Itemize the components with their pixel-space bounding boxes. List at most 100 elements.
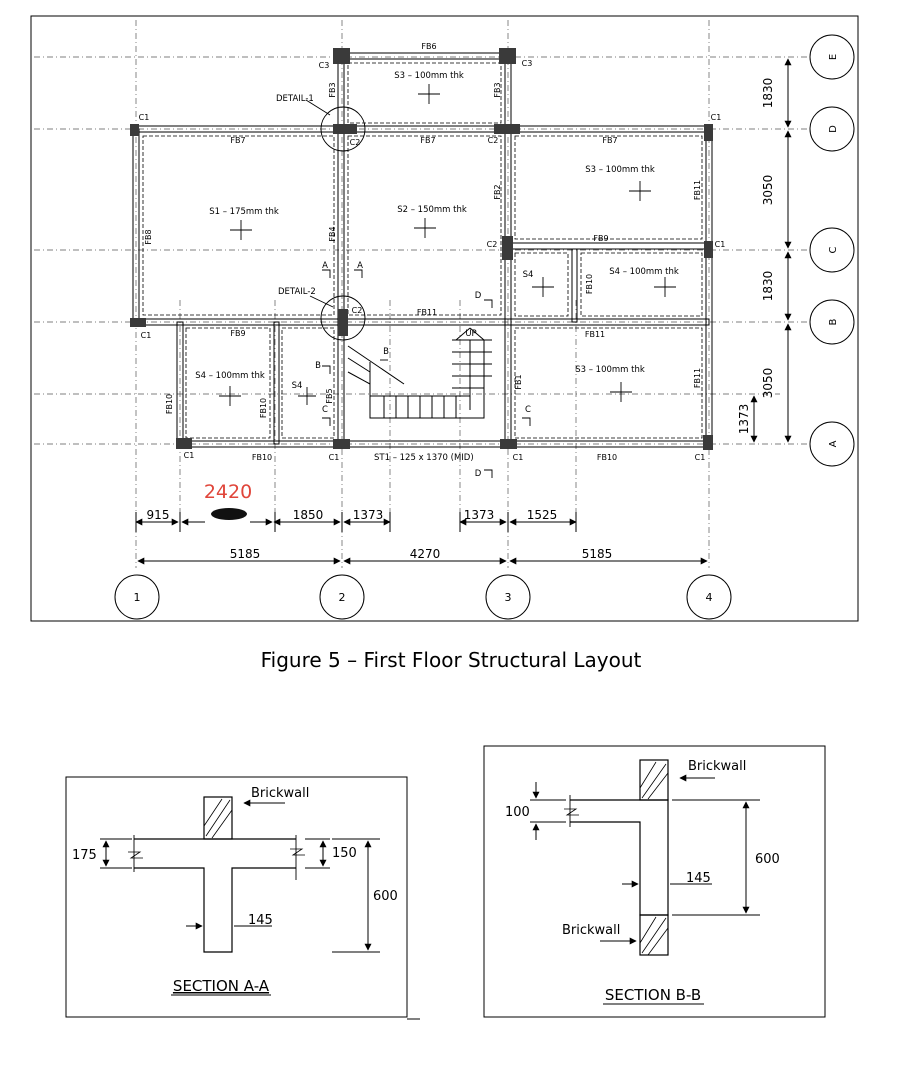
col-label-c3-2: C3 [522,59,533,68]
beam-label-fb6: FB6 [421,42,436,51]
dim-915: 915 [147,508,170,522]
plan-frame [30,15,859,622]
section-aa-dim-145: 145 [248,913,273,928]
detail-1-label: DETAIL-1 [276,94,314,104]
beam-label-fb10-1: FB10 [252,453,272,462]
grid-lines [34,20,820,568]
section-mark-c-right: C [525,405,531,415]
col-label-c2-1: C2 [350,138,361,147]
slab-label-s1: S1 – 175mm thk [209,207,279,217]
beam-label-fb4: FB4 [328,226,337,241]
dim-5185-left: 5185 [230,547,261,561]
floor-plan: 1 2 3 4 E D C B A 915 1850 1373 1373 152… [30,15,859,622]
beam-label-fb11-2: FB11 [585,330,605,339]
grid-label-c: C [828,246,839,253]
grid-label-a: A [828,440,839,447]
dim-1830-top: 1830 [761,78,775,109]
dim-1373-left: 1373 [353,508,384,522]
section-mark-d-bottom: D [475,469,482,479]
section-mark-b-left: B [315,361,321,371]
detail-circles [305,99,366,341]
slab-label-s3-top: S3 – 100mm thk [394,71,464,81]
col-label-c2-3: C2 [487,240,498,249]
dim-5185-right: 5185 [582,547,613,561]
section-mark-c-left: C [322,405,328,415]
section-cut-marks [322,269,531,478]
dim-3050-top: 3050 [761,175,775,206]
grid-bubbles [114,34,855,620]
beam-label-fb7-3: FB7 [602,136,617,145]
slab-label-s4-small: S4 [292,381,303,391]
dim-1850: 1850 [293,508,324,522]
col-label-c1-2: C1 [711,113,722,122]
section-aa-drawing: Brickwall 175 150 600 145 SECTION A-A [65,776,420,1020]
slab-outlines [142,62,703,439]
section-bb-dim-145: 145 [686,871,711,886]
dim-1373-right: 1373 [464,508,495,522]
grid-label-e: E [828,54,839,60]
beam-label-fb10-4: FB10 [165,394,174,414]
section-bb-frame [483,745,826,1018]
section-bb-drawing: Brickwall 100 600 145 Brickwall SECTION … [483,745,826,1018]
section-bb-title: SECTION B-B [605,986,701,1004]
columns [130,48,713,450]
brickwall-aa [203,796,233,840]
beam-label-fb11-1: FB11 [417,308,437,317]
dim-4270: 4270 [410,547,441,561]
section-mark-b-right: B [383,347,389,357]
section-bb-dim-600: 600 [755,852,780,867]
section-bb-brickwall-top-label: Brickwall [688,759,746,774]
detail-2-label: DETAIL-2 [278,287,316,297]
beam-label-fb9-2: FB9 [230,329,245,338]
dim-1525: 1525 [527,508,558,522]
col-label-c1-5: C1 [184,451,195,460]
lbeam-outline [570,799,669,916]
grid-label-1: 1 [134,591,141,604]
section-aa-dim-600: 600 [373,889,398,904]
section-bb-dim-100: 100 [505,805,530,820]
section-mark-a-right: A [357,261,363,271]
slab-label-s3-bottom: S3 – 100mm thk [575,365,645,375]
beam-label-fb7-2: FB7 [420,136,435,145]
col-label-c1-6: C1 [329,453,340,462]
grid-label-d: D [828,125,839,133]
brickwall-bb-top [639,759,669,801]
dim-1830-bottom: 1830 [761,271,775,302]
dimension-lines [135,58,792,565]
beam-label-fb10-2: FB10 [597,453,617,462]
span-arrows [219,84,676,406]
col-label-c1-8: C1 [695,453,706,462]
beam-label-fb7-1: FB7 [230,136,245,145]
grid-label-2: 2 [339,591,346,604]
section-bb-brickwall-bottom-label: Brickwall [562,923,620,938]
beam-label-fb1: FB1 [514,374,523,389]
grid-label-b: B [828,318,839,325]
grid-label-3: 3 [505,591,512,604]
beam-label-fb3-1: FB3 [328,82,337,97]
col-label-c1-1: C1 [139,113,150,122]
dim-3050-bottom: 3050 [761,368,775,399]
section-aa-brickwall-label: Brickwall [251,786,309,801]
slab-label-s4-short: S4 [523,270,534,280]
slab-label-s2: S2 – 150mm thk [397,205,467,215]
col-label-c1-3: C1 [715,240,726,249]
brickwall-bb-bottom [639,914,669,956]
beam-label-fb8: FB8 [144,229,153,244]
beam-label-fb3-2: FB3 [493,82,502,97]
section-mark-a-left: A [322,261,328,271]
handwritten-annotation: 2420 [204,481,252,503]
stair-label: ST1 – 125 x 1370 (MID) [374,453,474,463]
beam-label-fb11-4: FB11 [693,368,702,388]
slab-label-s4-right: S4 – 100mm thk [609,267,679,277]
slab-label-s4-left: S4 – 100mm thk [195,371,265,381]
beam-label-fb9-1: FB9 [593,234,608,243]
figure-caption: Figure 5 – First Floor Structural Layout [260,648,642,672]
col-label-c1-4: C1 [141,331,152,340]
beam-label-fb11-3: FB11 [693,180,702,200]
section-aa-frame [65,776,408,1018]
beam-label-fb5: FB5 [325,388,334,403]
grid-label-4: 4 [706,591,713,604]
slab-label-s3-right: S3 – 100mm thk [585,165,655,175]
section-mark-d-top: D [475,291,482,301]
section-aa-dim-175: 175 [72,848,97,863]
